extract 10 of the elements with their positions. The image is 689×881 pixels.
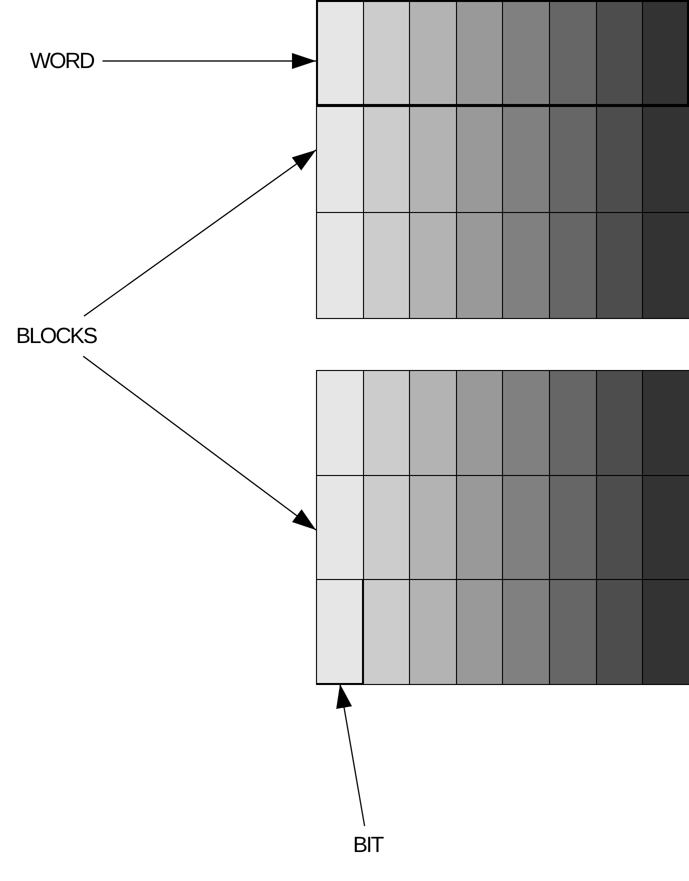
blocks-label: BLOCKS — [16, 323, 96, 349]
arrow — [82, 356, 316, 530]
memory-block — [316, 370, 689, 684]
arrow — [84, 150, 316, 317]
word-row — [316, 0, 689, 106]
word-label: WORD — [30, 48, 94, 74]
arrow — [102, 53, 316, 69]
bit-label: BIT — [353, 832, 383, 858]
memory-block — [316, 0, 689, 318]
arrow — [336, 684, 366, 826]
